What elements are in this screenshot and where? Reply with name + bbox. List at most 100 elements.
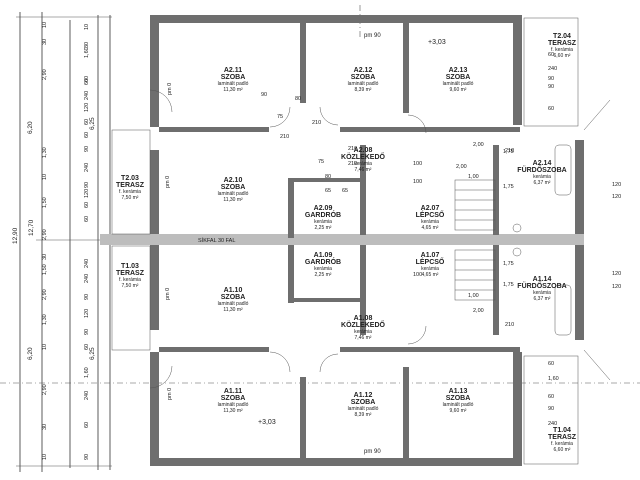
room-floor: kerámia [533,174,551,180]
room-id: A1.08 [354,315,373,322]
room-id: A2.07 [421,205,440,212]
room-area: 9,60 m² [450,408,467,414]
dimension-text: 6,25 [89,117,96,130]
dimension-text: 210 [505,148,514,154]
dimension-text: 90 [84,182,90,188]
dimension-text: 6,20 [27,121,34,134]
dimension-text: 90 [84,146,90,152]
dimension-text: 1,00 [468,293,479,299]
dimension-text: 60 [84,422,90,428]
dimension-text: 1,75 [503,149,514,155]
staircase [454,179,496,301]
room-area: 4,65 m² [422,272,439,278]
room-name: KÖZLEKEDŐ [341,320,386,329]
dimension-text: 30 [84,42,90,48]
room-id: A1.10 [224,287,243,294]
room-name: SZOBA [446,74,471,81]
room-id: A1.12 [354,392,373,399]
room-name: GARDRÓB [305,257,341,266]
dimension-text: 60 [84,216,90,222]
dimension-text: 6,25 [89,347,96,360]
dimension-text: 60 [84,132,90,138]
dimension-text: 60 [84,119,90,125]
room-floor: laminált padló [348,81,379,87]
dimension-text: 80 [295,96,301,102]
room-name: TERASZ [116,182,145,189]
dimension-text: 60 [548,52,554,58]
dimension-text: 75 [277,114,283,120]
room-area: 6,60 m² [554,53,571,59]
dimension-text: 60 [84,344,90,350]
pm90-bottom-label: pm 90 [364,449,381,455]
dimension-text: 80 [325,174,331,180]
pm0-label-2: pm 0 [165,176,171,188]
dimension-text: 2,90 [42,229,48,240]
room-name: SZOBA [221,294,246,301]
dimension-text: 240 [548,421,557,427]
dimension-text: 30 [42,39,48,45]
dimension-text: 6,20 [27,347,34,360]
room-id: A1.07 [421,252,440,259]
dimension-text: 120 [612,284,621,290]
room-id: A1.11 [224,388,242,395]
room-area: 6,37 m² [534,296,551,302]
room-name: SZOBA [221,395,246,402]
room-id: T2.04 [553,33,571,40]
room-id: T1.04 [553,427,571,434]
dimension-text: 2,90 [42,289,48,300]
dimension-text: 10 [42,344,48,350]
room-area: 11,30 m² [223,307,243,313]
room-floor: kerámia [533,290,551,296]
dimension-text: 120 [84,103,90,112]
level-mark-bottom: +3,03 [258,419,276,426]
room-id: A2.09 [314,205,333,212]
room-name: SZOBA [351,399,376,406]
dimension-text: 90 [84,454,90,460]
dimension-text: 30 [42,254,48,260]
dimension-text: 1,50 [42,197,48,208]
pm0-label-4: pm 0 [167,388,173,400]
bathtubs [512,144,572,336]
room-floor: kerámia [354,329,372,335]
dimension-text: 60 [84,76,90,82]
room-area: 11,30 m² [223,197,243,203]
room-area: 8,39 m² [355,87,372,93]
dimension-text: 90 [84,329,90,335]
pm0-label-1: pm 0 [167,83,173,95]
room-floor: f. kerámia [551,441,573,447]
dimension-middle: 10302,901,30101,502,90301,502,901,30102,… [42,22,48,460]
room-area: 4,65 m² [422,225,439,231]
dimension-text: 75 [318,159,324,165]
dimension-text: 10 [42,454,48,460]
room-name: TERASZ [548,434,577,441]
dimension-text: 210 [348,161,357,167]
dimension-text: 1,60 [84,47,90,58]
room-id: A2.13 [449,67,468,74]
dimension-text: 12,70 [28,219,35,236]
dimension-text: 210 [505,322,514,328]
room-name: TERASZ [548,40,577,47]
room-area: 8,39 m² [355,412,372,418]
room-id: A2.14 [533,160,552,167]
room-area: 7,46 m² [355,167,372,173]
room-name: SZOBA [221,74,246,81]
room-floor: f. kerámia [119,277,141,283]
room-area: 11,30 m² [223,87,243,93]
walls [100,15,584,466]
dimension-text: 10 [42,22,48,28]
room-id: T1.03 [121,263,139,270]
room-id: A1.13 [449,388,468,395]
dimension-small: 1030601,60602401206060902409012060602402… [84,24,90,460]
dimension-text: 1,75 [503,184,514,190]
dimension-text: 240 [84,274,90,283]
dimension-text: 1,60 [84,367,90,378]
